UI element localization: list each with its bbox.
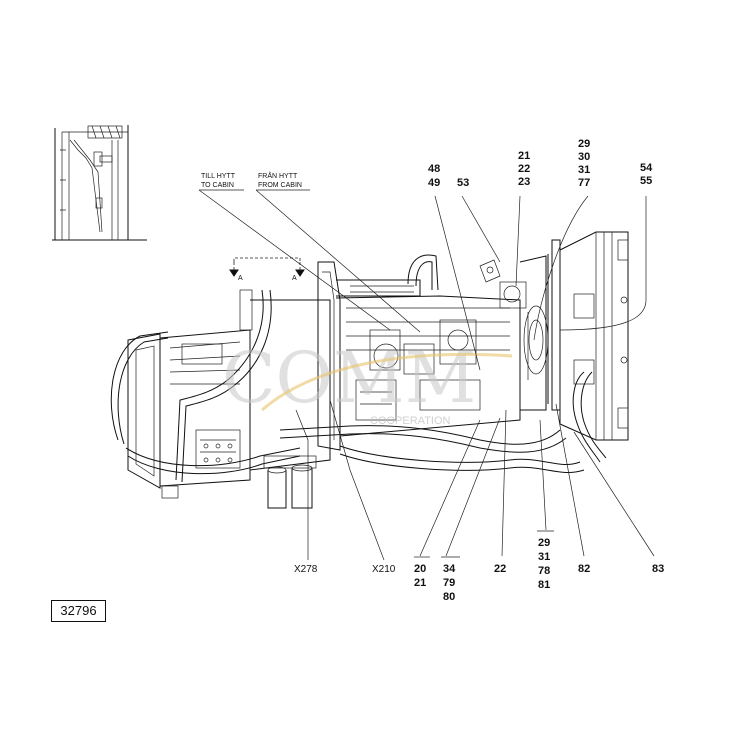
ref-48: 48 xyxy=(428,163,440,175)
ref-29-top: 29 xyxy=(578,138,590,150)
ref-80: 80 xyxy=(443,591,455,603)
ref-77: 77 xyxy=(578,177,590,189)
to-cabin-label-sv: TILL HYTT xyxy=(201,173,236,180)
figure-number: 32796 xyxy=(51,600,106,622)
ref-21-bottom: 21 xyxy=(414,577,426,589)
ref-49: 49 xyxy=(428,177,440,189)
ref-34: 34 xyxy=(443,563,456,575)
ref-83: 83 xyxy=(652,563,664,575)
section-label-left: A xyxy=(238,275,243,282)
ref-29-bottom: 29 xyxy=(538,537,550,549)
section-a-markers: A A xyxy=(229,257,305,282)
watermark-subtext: COOPERATION xyxy=(370,415,451,427)
ref-23: 23 xyxy=(518,176,530,188)
to-cabin-label-en: TO CABIN xyxy=(201,182,234,189)
watermark: COMM COOPERATION xyxy=(222,337,513,427)
ref-31-bottom: 31 xyxy=(538,551,550,563)
ref-22-bottom: 22 xyxy=(494,563,506,575)
connector-x210: X210 xyxy=(372,564,396,575)
ref-22-top: 22 xyxy=(518,163,530,175)
section-label-right: A xyxy=(292,275,297,282)
ref-54: 54 xyxy=(640,162,653,174)
reference-numbers: 48 49 53 21 22 23 29 30 31 77 54 55 X278… xyxy=(294,138,664,603)
ref-53: 53 xyxy=(457,177,469,189)
from-cabin-label-sv: FRÅN HYTT xyxy=(258,171,298,180)
ref-82: 82 xyxy=(578,563,590,575)
ref-31-top: 31 xyxy=(578,164,590,176)
engine-assembly xyxy=(110,231,629,509)
connector-x278: X278 xyxy=(294,564,318,575)
inset-detail xyxy=(52,125,147,241)
ref-81: 81 xyxy=(538,579,550,591)
ref-78: 78 xyxy=(538,565,550,577)
watermark-letters: COMM xyxy=(222,337,476,419)
leader-lines xyxy=(295,195,655,561)
from-cabin-label-en: FROM CABIN xyxy=(258,182,302,189)
ref-55: 55 xyxy=(640,175,652,187)
ref-21-top: 21 xyxy=(518,150,530,162)
ref-30: 30 xyxy=(578,151,590,163)
ref-20: 20 xyxy=(414,563,426,575)
cabin-labels: TILL HYTT TO CABIN FRÅN HYTT FROM CABIN xyxy=(198,171,421,333)
ref-79: 79 xyxy=(443,577,455,589)
